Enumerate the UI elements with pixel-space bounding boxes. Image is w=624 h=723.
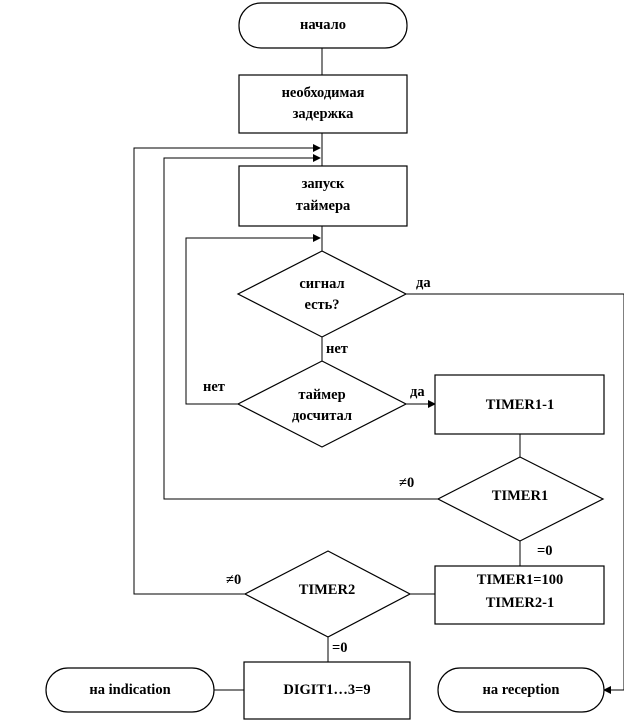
process-shape — [238, 165, 408, 227]
timer-yes-label: да — [410, 384, 425, 400]
signal-check-label-line2: есть? — [304, 297, 339, 313]
process-shape — [434, 565, 605, 625]
node-to-indication: на indication — [45, 667, 215, 713]
start-label: начало — [300, 17, 346, 33]
to-indication-label: на indication — [89, 682, 170, 698]
delay-label-line1: необходимая — [282, 85, 365, 101]
node-timer1-reset: TIMER1=100 TIMER2-1 — [434, 565, 605, 625]
edge-signal-yes-to-reception — [406, 293, 624, 694]
node-timer-check: таймер досчитал — [236, 360, 408, 448]
node-timer2-check: TIMER2 — [243, 550, 412, 638]
signal-yes-label: да — [416, 275, 431, 291]
node-digits-set: DIGIT1…3=9 — [243, 661, 411, 720]
start-timer-label-line1: запуск — [302, 176, 345, 192]
terminator-shape — [437, 667, 605, 713]
node-delay: необходимая задержка — [238, 74, 408, 134]
signal-no-label: нет — [326, 341, 348, 357]
decision-shape — [436, 456, 605, 542]
timer1-nonzero-label: ≠0 — [399, 475, 414, 491]
edge-timer2-nonzero-loop — [133, 144, 321, 595]
timer1-reset-label-line2: TIMER2-1 — [486, 595, 554, 611]
edge-timer1-nonzero-loop — [163, 154, 438, 500]
node-timer1-check: TIMER1 — [436, 456, 605, 542]
timer-no-label: нет — [203, 379, 225, 395]
digits-set-label: DIGIT1…3=9 — [283, 682, 370, 698]
node-start-timer: запуск таймера — [238, 165, 408, 227]
decision-shape — [236, 360, 408, 448]
to-reception-label: на reception — [483, 682, 560, 698]
terminator-shape — [238, 2, 408, 49]
timer-check-label-line2: досчитал — [292, 408, 352, 424]
terminator-shape — [45, 667, 215, 713]
timer1-reset-label-line1: TIMER1=100 — [477, 572, 563, 588]
decision-shape — [236, 250, 408, 338]
process-shape — [434, 374, 605, 435]
edge-labels: да нет нет да ≠0 =0 ≠0 =0 — [203, 275, 553, 656]
decision-shape — [243, 550, 412, 638]
connectors — [133, 48, 624, 694]
process-shape — [243, 661, 411, 720]
start-timer-label-line2: таймера — [296, 198, 351, 214]
node-to-reception: на reception — [437, 667, 605, 713]
timer1-check-label: TIMER1 — [492, 488, 548, 504]
timer1-decrement-label: TIMER1-1 — [486, 397, 554, 413]
process-shape — [238, 74, 408, 134]
timer-check-label-line1: таймер — [298, 387, 345, 403]
node-start: начало — [238, 2, 408, 49]
node-timer1-decrement: TIMER1-1 — [434, 374, 605, 435]
timer2-check-label: TIMER2 — [299, 582, 355, 598]
edge-timer-check-no-loop — [185, 234, 321, 405]
signal-check-label-line1: сигнал — [299, 276, 344, 292]
delay-label-line2: задержка — [293, 106, 355, 122]
timer1-zero-label: =0 — [537, 543, 553, 559]
timer2-nonzero-label: ≠0 — [226, 572, 241, 588]
node-signal-check: сигнал есть? — [236, 250, 408, 338]
timer2-zero-label: =0 — [332, 640, 348, 656]
